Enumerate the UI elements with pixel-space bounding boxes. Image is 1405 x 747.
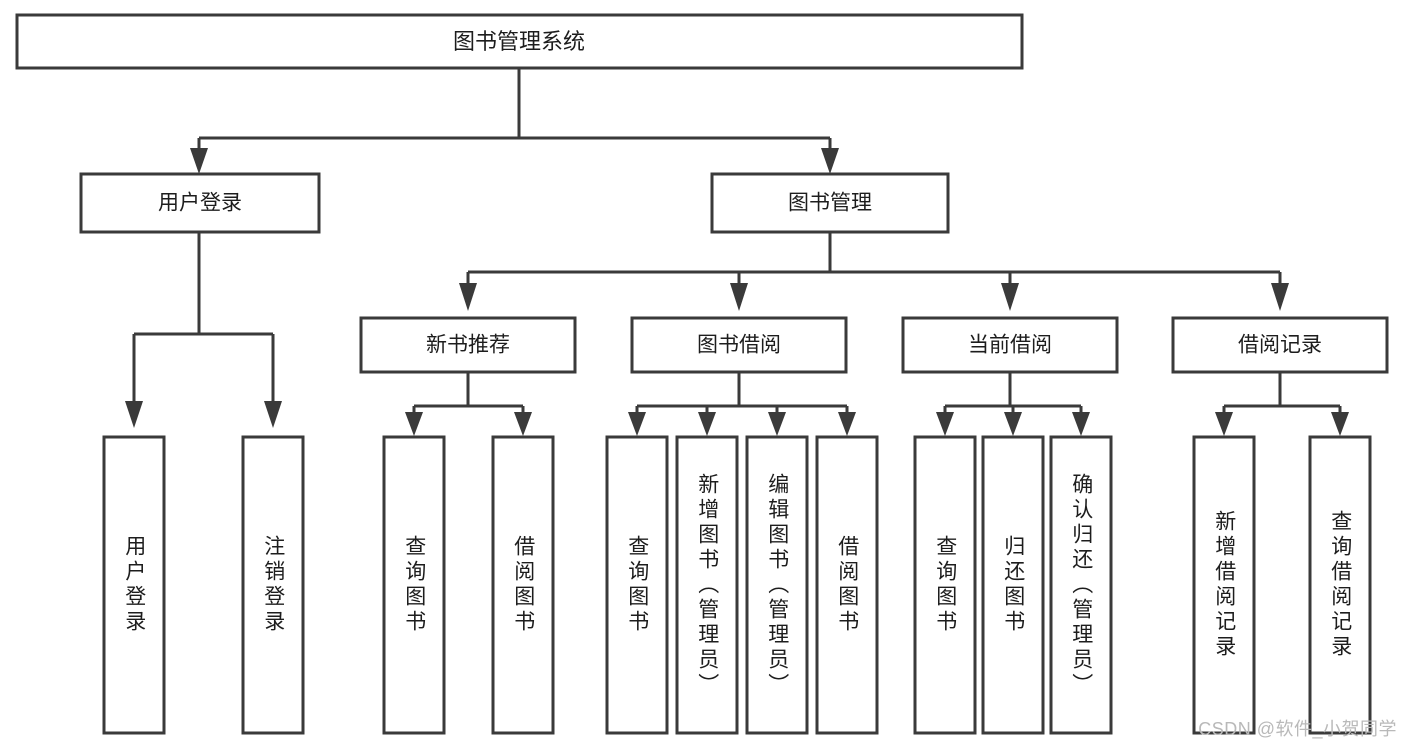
node-root-label: 图书管理系统 xyxy=(453,29,585,54)
leaf-borrow-book-2-box[interactable] xyxy=(815,435,879,735)
leaf-borrow-book-1-label: 借阅图书 xyxy=(511,535,535,635)
node-current-borrow[interactable]: 当前借阅 xyxy=(901,316,1119,374)
arrow-leaf-add-book xyxy=(698,412,716,436)
arrow-leaf-user-login xyxy=(125,401,143,428)
leaf-edit-book-box[interactable] xyxy=(745,435,809,735)
leaf-edit-book-label: 编辑图书（管理员） xyxy=(765,472,789,698)
leaf-user-logout[interactable]: 注销登录 xyxy=(241,435,305,735)
arrow-leaf-user-logout xyxy=(264,401,282,428)
node-book-borrow-label: 图书借阅 xyxy=(697,334,781,357)
node-book-management-label: 图书管理 xyxy=(788,192,872,215)
arrow-leaf-confirm-return xyxy=(1072,412,1090,436)
arrow-leaf-borrow-book-1 xyxy=(514,412,532,436)
leaf-query-book-2-box[interactable] xyxy=(605,435,669,735)
leaf-query-book-1-label: 查询图书 xyxy=(402,535,426,635)
arrow-leaf-edit-book xyxy=(768,412,786,436)
leaf-layer: 用户登录 注销登录 查询图书 借阅图书 xyxy=(102,435,1372,735)
leaf-query-record-box[interactable] xyxy=(1308,435,1372,735)
leaf-query-book-2[interactable]: 查询图书 xyxy=(605,435,669,735)
arrow-leaf-add-record xyxy=(1215,412,1233,436)
node-user-login-box[interactable] xyxy=(79,172,321,234)
leaf-return-book-box[interactable] xyxy=(981,435,1045,735)
leaf-borrow-book-2-label: 借阅图书 xyxy=(835,535,859,635)
leaf-confirm-return[interactable]: 确认归还（管理员） xyxy=(1049,435,1113,735)
arrow-book-management xyxy=(821,148,839,174)
leaf-query-book-3-box[interactable] xyxy=(913,435,977,735)
leaf-query-book-1-box[interactable] xyxy=(382,435,446,735)
leaf-query-book-2-label: 查询图书 xyxy=(625,535,649,635)
node-borrow-record-box[interactable] xyxy=(1171,316,1389,374)
leaf-confirm-return-label: 确认归还（管理员） xyxy=(1069,472,1093,698)
node-root[interactable]: 图书管理系统 xyxy=(15,13,1024,70)
arrow-leaf-return-book xyxy=(1004,412,1022,436)
node-borrow-record[interactable]: 借阅记录 xyxy=(1171,316,1389,374)
leaf-query-record-label: 查询借阅记录 xyxy=(1328,510,1352,660)
arrow-borrow-record xyxy=(1271,283,1289,311)
node-root-box[interactable] xyxy=(15,13,1024,70)
leaf-query-book-3[interactable]: 查询图书 xyxy=(913,435,977,735)
leaf-confirm-return-box[interactable] xyxy=(1049,435,1113,735)
leaf-add-book-label: 新增图书（管理员） xyxy=(695,472,719,698)
node-borrow-record-label: 借阅记录 xyxy=(1238,334,1322,357)
leaf-user-logout-label: 注销登录 xyxy=(261,535,285,635)
leaf-borrow-book-1[interactable]: 借阅图书 xyxy=(491,435,555,735)
arrow-leaf-query-record xyxy=(1331,412,1349,436)
arrow-leaf-query-book-1 xyxy=(405,412,423,436)
leaf-return-book-label: 归还图书 xyxy=(1001,535,1025,635)
node-book-borrow-box[interactable] xyxy=(630,316,848,374)
arrow-leaf-query-book-2 xyxy=(628,412,646,436)
arrow-leaf-borrow-book-2 xyxy=(838,412,856,436)
node-new-book-recommend-box[interactable] xyxy=(359,316,577,374)
leaf-edit-book[interactable]: 编辑图书（管理员） xyxy=(745,435,809,735)
leaf-user-logout-box[interactable] xyxy=(241,435,305,735)
leaf-add-book[interactable]: 新增图书（管理员） xyxy=(675,435,739,735)
node-layer: 图书管理系统 用户登录 图书管理 新书推荐 图书借阅 xyxy=(15,13,1389,374)
node-book-management-box[interactable] xyxy=(710,172,950,234)
node-book-borrow[interactable]: 图书借阅 xyxy=(630,316,848,374)
node-new-book-recommend[interactable]: 新书推荐 xyxy=(359,316,577,374)
leaf-add-record-box[interactable] xyxy=(1192,435,1256,735)
node-user-login-label: 用户登录 xyxy=(158,192,242,215)
leaf-query-book-1[interactable]: 查询图书 xyxy=(382,435,446,735)
leaf-add-book-box[interactable] xyxy=(675,435,739,735)
leaf-query-record[interactable]: 查询借阅记录 xyxy=(1308,435,1372,735)
node-user-login[interactable]: 用户登录 xyxy=(79,172,321,234)
arrow-leaf-query-book-3 xyxy=(936,412,954,436)
leaf-user-login-label: 用户登录 xyxy=(122,535,146,635)
node-new-book-recommend-label: 新书推荐 xyxy=(426,334,510,357)
leaf-add-record-label: 新增借阅记录 xyxy=(1212,510,1236,660)
leaf-borrow-book-1-box[interactable] xyxy=(491,435,555,735)
arrow-user-login xyxy=(190,148,208,174)
leaf-add-record[interactable]: 新增借阅记录 xyxy=(1192,435,1256,735)
node-current-borrow-label: 当前借阅 xyxy=(968,334,1052,357)
leaf-user-login[interactable]: 用户登录 xyxy=(102,435,166,735)
leaf-borrow-book-2[interactable]: 借阅图书 xyxy=(815,435,879,735)
arrow-current-borrow xyxy=(1001,283,1019,311)
node-book-management[interactable]: 图书管理 xyxy=(710,172,950,234)
arrow-new-book-recommend xyxy=(459,283,477,311)
connector-layer xyxy=(125,68,1349,436)
node-current-borrow-box[interactable] xyxy=(901,316,1119,374)
leaf-return-book[interactable]: 归还图书 xyxy=(981,435,1045,735)
arrow-book-borrow xyxy=(730,283,748,311)
leaf-query-book-3-label: 查询图书 xyxy=(933,535,957,635)
leaf-user-login-box[interactable] xyxy=(102,435,166,735)
